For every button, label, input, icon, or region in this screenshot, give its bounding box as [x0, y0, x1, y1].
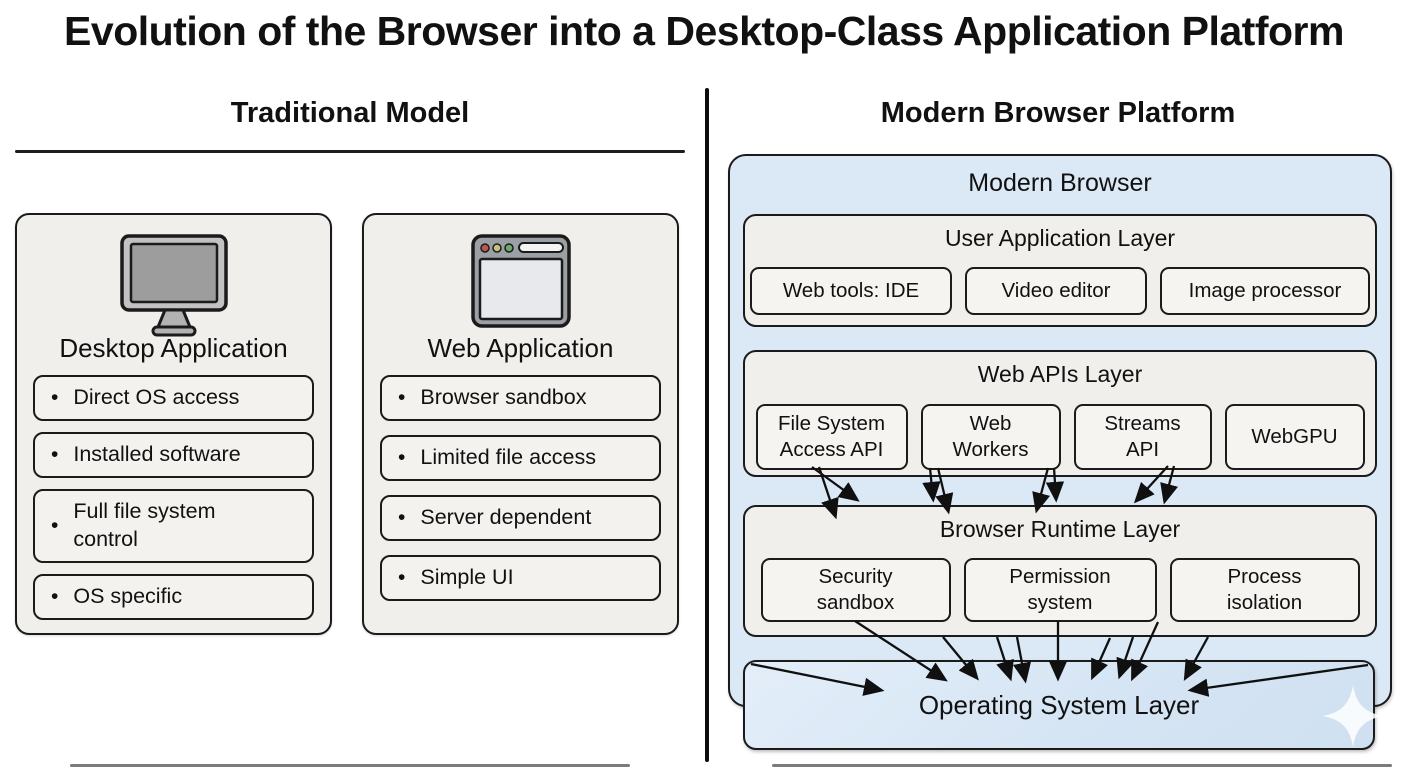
bottom-edge-line — [772, 764, 1392, 767]
web-application-card: Web Application • Browser sandbox • Limi… — [362, 213, 679, 635]
web-tools-ide-box: Web tools: IDE — [750, 267, 952, 315]
operating-system-layer-title: Operating System Layer — [918, 689, 1200, 720]
bullet-glyph: • — [398, 506, 406, 530]
list-item-label: Installed software — [73, 442, 241, 467]
streams-api-box: Streams API — [1073, 404, 1212, 470]
list-item-label: Simple UI — [420, 565, 514, 590]
list-item: • Server dependent — [380, 495, 661, 541]
desktop-application-card: Desktop Application • Direct OS access •… — [15, 213, 332, 635]
page-title: Evolution of the Browser into a Desktop-… — [64, 8, 1344, 54]
list-item: • OS specific — [33, 573, 314, 620]
web-workers-box: Web Workers — [920, 404, 1061, 470]
permission-system-box: Permission system — [963, 558, 1157, 622]
image-processor-box: Image processor — [1160, 267, 1370, 315]
web-apis-layer: Web APIs Layer File System Access API We… — [743, 350, 1377, 477]
file-system-access-api-box: File System Access API — [755, 404, 908, 470]
web-apis-boxes: File System Access API Web Workers Strea… — [745, 404, 1375, 470]
desktop-monitor-icon — [17, 231, 330, 339]
list-item-label: Direct OS access — [73, 385, 240, 410]
list-item-label: Browser sandbox — [420, 385, 587, 410]
bullet-glyph: • — [51, 443, 59, 467]
bullet-glyph: • — [398, 446, 406, 470]
list-item: • Direct OS access — [33, 375, 314, 421]
user-application-boxes: Web tools: IDE Video editor Image proces… — [745, 267, 1375, 315]
chip-label: Security sandbox — [816, 565, 895, 614]
chip-label: Permission system — [1009, 565, 1111, 614]
video-editor-box: Video editor — [965, 267, 1147, 315]
user-application-layer-title: User Application Layer — [944, 225, 1176, 251]
section-divider — [705, 88, 709, 762]
user-application-layer: User Application Layer Web tools: IDE Vi… — [743, 214, 1377, 327]
browser-runtime-layer-title: Browser Runtime Layer — [939, 516, 1181, 542]
desktop-application-title: Desktop Application — [59, 333, 288, 363]
web-feature-list: • Browser sandbox • Limited file access … — [380, 375, 661, 601]
modern-platform-heading: Modern Browser Platform — [880, 97, 1236, 129]
modern-browser-container: Modern Browser User Application Layer We… — [728, 154, 1392, 707]
bullet-glyph: • — [398, 386, 406, 410]
chip-label: File System Access API — [777, 412, 886, 461]
list-item-label: Limited file access — [420, 445, 597, 470]
web-application-title: Web Application — [427, 333, 614, 363]
list-item-label: Full file system control — [73, 499, 216, 551]
bullet-glyph: • — [398, 566, 406, 590]
web-apis-layer-title: Web APIs Layer — [977, 361, 1143, 387]
browser-runtime-boxes: Security sandbox Permission system Proce… — [745, 558, 1375, 622]
bullet-glyph: • — [51, 514, 59, 538]
bullet-glyph: • — [51, 585, 59, 609]
modern-browser-title: Modern Browser — [968, 169, 1152, 197]
list-item: • Browser sandbox — [380, 375, 661, 421]
list-item: • Full file system control — [33, 489, 314, 563]
browser-runtime-layer: Browser Runtime Layer Security sandbox P… — [743, 505, 1377, 637]
bottom-edge-line — [70, 764, 630, 767]
list-item-label: OS specific — [73, 583, 183, 608]
security-sandbox-box: Security sandbox — [760, 558, 951, 622]
list-item-label: Server dependent — [420, 505, 592, 530]
webgpu-box: WebGPU — [1224, 404, 1365, 470]
chip-label: Process isolation — [1226, 565, 1303, 614]
list-item: • Simple UI — [380, 555, 661, 601]
desktop-feature-list: • Direct OS access • Installed software … — [33, 375, 314, 620]
chip-label: Streams API — [1104, 412, 1181, 461]
chip-label: Web Workers — [952, 412, 1029, 461]
operating-system-layer: Operating System Layer — [743, 660, 1375, 750]
list-item: • Installed software — [33, 432, 314, 478]
process-isolation-box: Process isolation — [1169, 558, 1360, 622]
browser-window-icon — [364, 231, 677, 331]
heading-underline — [15, 150, 685, 153]
bullet-glyph: • — [51, 386, 59, 410]
traditional-model-heading: Traditional Model — [230, 97, 470, 129]
list-item: • Limited file access — [380, 435, 661, 481]
